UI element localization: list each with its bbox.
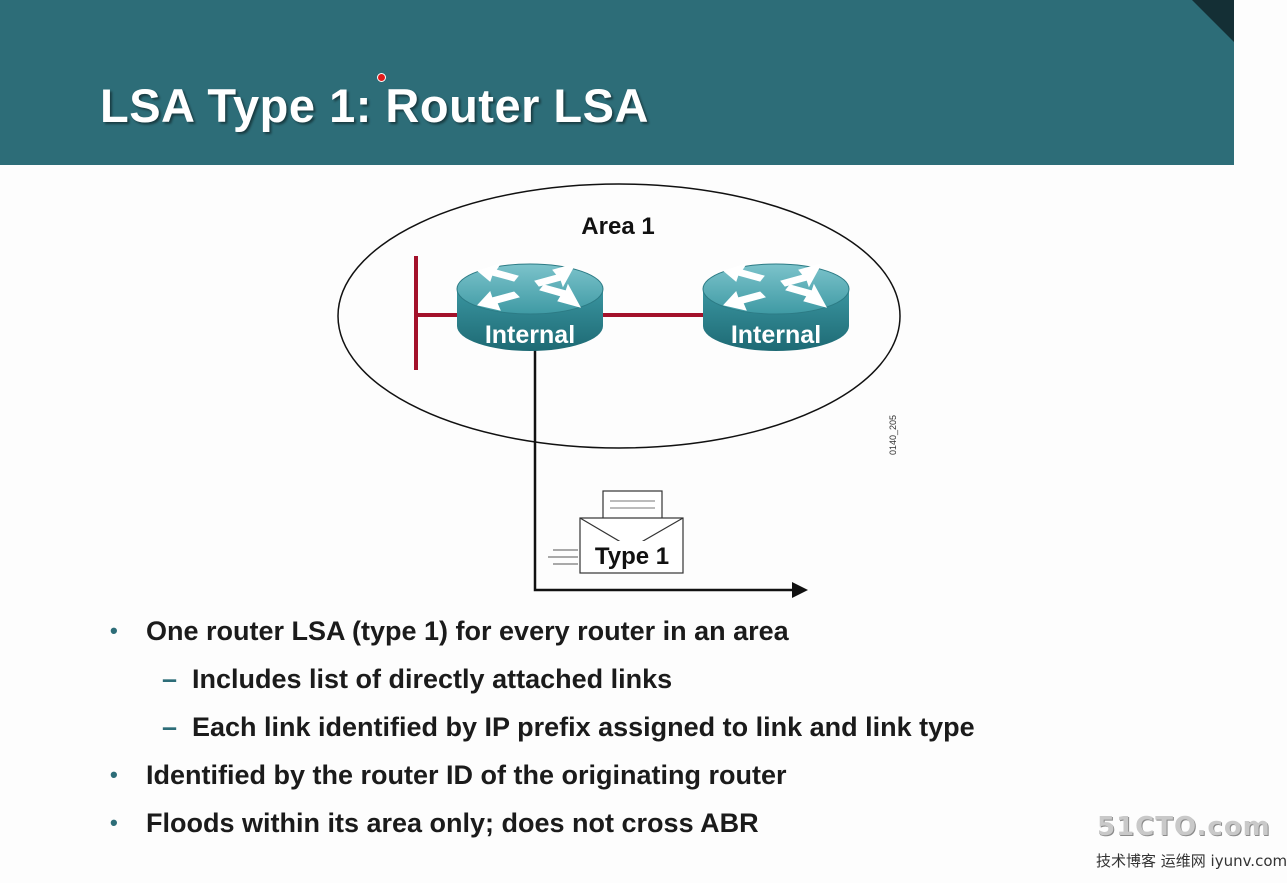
dash-marker: – (162, 664, 178, 694)
bullet-text: Identified by the router ID of the origi… (146, 760, 787, 790)
bullet-list: • One router LSA (type 1) for every rout… (110, 612, 1190, 852)
bullet-item: • One router LSA (type 1) for every rout… (110, 612, 1190, 660)
bullet-text: Each link identified by IP prefix assign… (192, 712, 975, 742)
site-watermark: 51CTO.com 技术博客 运维网 iyunv.com (1092, 812, 1287, 882)
bullet-marker: • (110, 762, 118, 787)
bullet-item: • Identified by the router ID of the ori… (110, 756, 1190, 804)
lsa-envelope-icon: Type 1 (548, 490, 684, 574)
router-left-label: Internal (485, 321, 575, 349)
figure-id: 0140_205 (888, 415, 898, 455)
bullet-marker: • (110, 810, 118, 835)
slide-title: LSA Type 1: Router LSA (100, 79, 649, 132)
lsa-type-label: Type 1 (595, 543, 669, 570)
sub-bullet-item: – Includes list of directly attached lin… (110, 660, 1190, 708)
area-boundary (337, 183, 901, 449)
ospf-area-diagram: Area 1 Internal Internal (337, 183, 901, 598)
watermark-logo: 51CTO.com (1097, 812, 1271, 842)
flood-arrowhead (792, 582, 808, 598)
slide-header: LSA Type 1: Router LSA (0, 0, 1234, 165)
header-corner-decoration (1192, 0, 1234, 42)
bullet-text: Includes list of directly attached links (192, 664, 673, 694)
pointer-dot (377, 73, 386, 82)
bullet-text: One router LSA (type 1) for every router… (146, 616, 789, 646)
sub-bullet-item: – Each link identified by IP prefix assi… (110, 708, 1190, 756)
router-arrows-icon (722, 263, 828, 311)
area-label: Area 1 (581, 213, 654, 240)
watermark-caption: 技术博客 运维网 iyunv.com (1096, 852, 1287, 870)
dash-marker: – (162, 712, 178, 742)
bullet-text: Floods within its area only; does not cr… (146, 808, 759, 838)
bullet-item: • Floods within its area only; does not … (110, 804, 1190, 852)
router-right: Internal (702, 263, 850, 351)
lsa-flood-line (533, 350, 792, 592)
bullet-marker: • (110, 618, 118, 643)
router-arrows-icon (476, 263, 582, 311)
router-left: Internal (456, 263, 604, 351)
router-right-label: Internal (731, 321, 821, 349)
